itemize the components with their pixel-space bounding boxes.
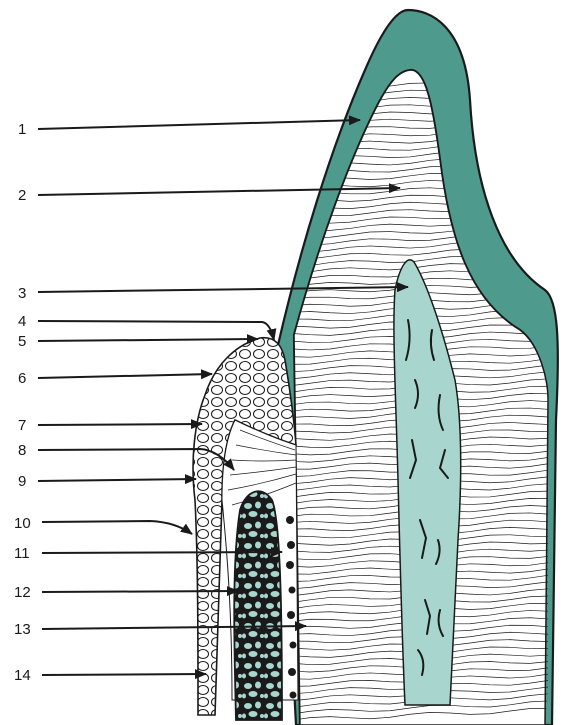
- label-2: 2: [18, 187, 26, 204]
- arrow-10: [42, 521, 192, 534]
- label-10: 10: [14, 515, 31, 532]
- label-3: 3: [18, 285, 26, 302]
- arrow-7: [38, 424, 202, 425]
- label-6: 6: [18, 370, 26, 387]
- arrow-12: [42, 591, 238, 592]
- label-11: 11: [14, 545, 30, 562]
- arrow-4: [38, 321, 274, 340]
- arrow-5: [38, 339, 258, 341]
- arrow-14: [42, 674, 206, 675]
- label-1: 1: [18, 121, 26, 138]
- label-5: 5: [18, 333, 26, 350]
- label-8: 8: [18, 442, 26, 459]
- label-14: 14: [14, 667, 31, 684]
- arrow-9: [38, 479, 196, 481]
- label-13: 13: [14, 621, 31, 638]
- label-7: 7: [18, 417, 26, 434]
- label-4: 4: [18, 313, 26, 330]
- label-12: 12: [14, 584, 31, 601]
- arrow-6: [38, 374, 212, 378]
- arrow-1: [38, 120, 360, 129]
- label-9: 9: [18, 473, 26, 490]
- alveolar-bone: [234, 491, 282, 720]
- arrow-11: [42, 552, 282, 553]
